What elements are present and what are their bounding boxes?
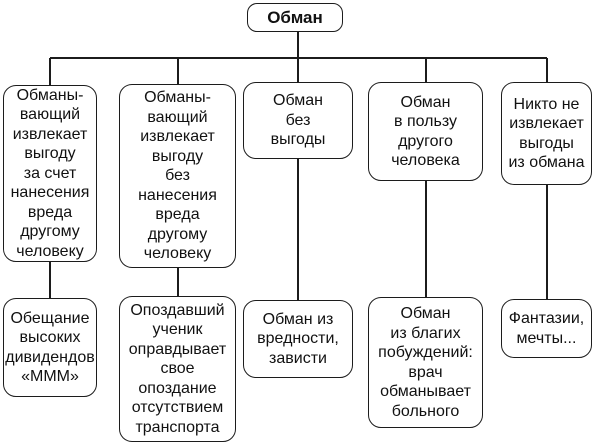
connector-mid-3 (297, 159, 299, 300)
connector-mid-4 (425, 181, 427, 297)
connector-drop-1 (49, 58, 51, 85)
connector-drop-2 (177, 58, 179, 84)
node-example-spite-envy: Обман из вредности, зависти (243, 300, 353, 378)
node-example-fantasies-dreams: Фантазии, мечты... (501, 299, 592, 358)
node-example-doctor-patient: Обман из благих побуждений: врач обманыв… (368, 297, 483, 428)
node-root-deception: Обман (247, 3, 343, 32)
connector-mid-1 (49, 262, 51, 298)
node-example-late-student: Опоздавший ученик оправдывает свое опозд… (119, 296, 236, 442)
node-example-mmm-dividends: Обещание высоких дивидендов «МММ» (3, 298, 97, 397)
connector-horizontal-bus (50, 57, 547, 59)
connector-drop-5 (546, 58, 548, 82)
connector-mid-5 (546, 185, 548, 299)
node-category-harmless-gain: Обманы- вающий извлекает выгоду без нане… (119, 84, 236, 268)
connector-drop-4 (425, 58, 427, 82)
node-category-nobody-gains: Никто не извлекает выгоды из обмана (501, 82, 592, 185)
node-category-harmful-gain: Обманы- вающий извлекает выгоду за счет … (3, 85, 97, 262)
node-category-benefit-other: Обман в пользу другого человека (368, 82, 483, 181)
node-category-no-gain: Обман без выгоды (243, 82, 353, 159)
connector-mid-2 (177, 268, 179, 296)
